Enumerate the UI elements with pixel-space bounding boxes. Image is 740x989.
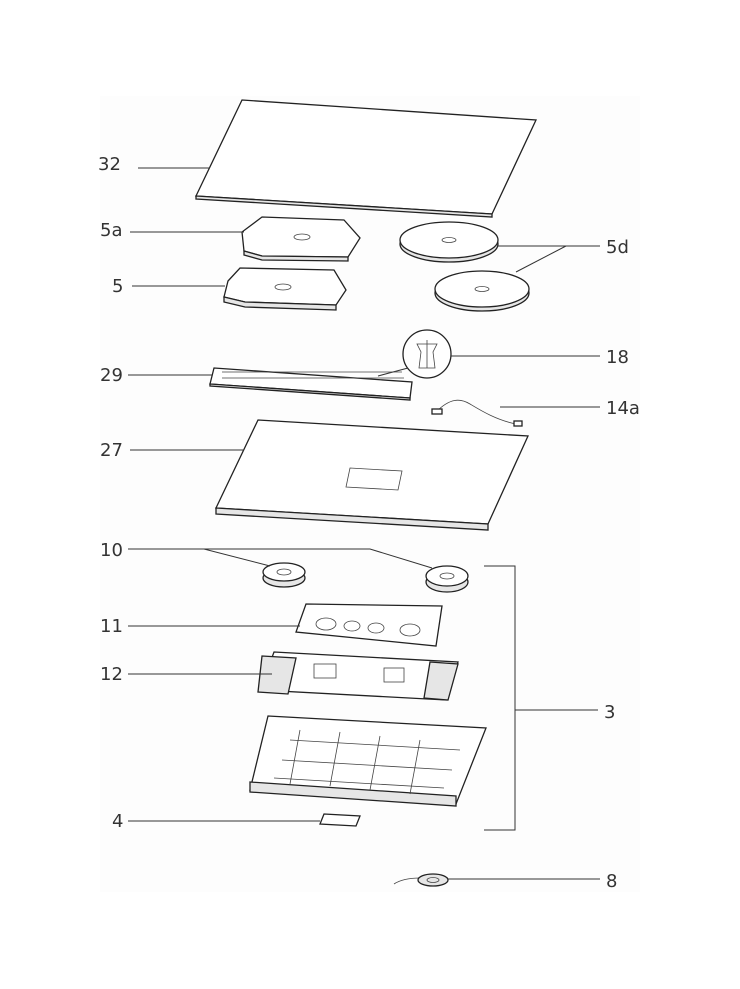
label-12: 12 bbox=[100, 664, 123, 685]
part-5d-round-coil-upper bbox=[399, 221, 499, 263]
part-5d-round-coil-lower bbox=[434, 270, 530, 312]
part-4-bracket bbox=[319, 813, 361, 827]
part-32-glass-top bbox=[194, 99, 537, 218]
part-10-fan-right bbox=[425, 565, 469, 593]
label-11: 11 bbox=[100, 616, 123, 637]
label-5: 5 bbox=[112, 276, 123, 297]
label-29: 29 bbox=[100, 365, 123, 386]
part-8-seal-tape bbox=[393, 873, 449, 887]
part-29-control-strip bbox=[209, 367, 413, 401]
label-3: 3 bbox=[604, 702, 615, 723]
part-11-power-board bbox=[295, 603, 443, 647]
part-housing bbox=[249, 715, 487, 807]
label-27: 27 bbox=[100, 440, 123, 461]
label-5d: 5d bbox=[606, 237, 629, 258]
label-8: 8 bbox=[606, 871, 617, 892]
label-10: 10 bbox=[100, 540, 123, 561]
part-5-coil bbox=[223, 267, 347, 311]
label-14a: 14a bbox=[606, 398, 640, 419]
part-27-support-tray bbox=[214, 419, 529, 531]
leader-line-5d-b bbox=[515, 245, 567, 273]
part-10-fan-left bbox=[262, 562, 306, 588]
leader-line-10 bbox=[128, 548, 271, 567]
label-5a: 5a bbox=[100, 220, 122, 241]
bracket-3 bbox=[484, 565, 516, 831]
label-18: 18 bbox=[606, 347, 629, 368]
part-12-filter-board bbox=[257, 651, 459, 701]
part-18-clip bbox=[402, 329, 452, 379]
leader-line-10b bbox=[204, 548, 433, 569]
label-4: 4 bbox=[112, 811, 123, 832]
label-32: 32 bbox=[98, 154, 121, 175]
part-5a-coil bbox=[241, 216, 361, 262]
part-14a-cable bbox=[431, 399, 523, 427]
